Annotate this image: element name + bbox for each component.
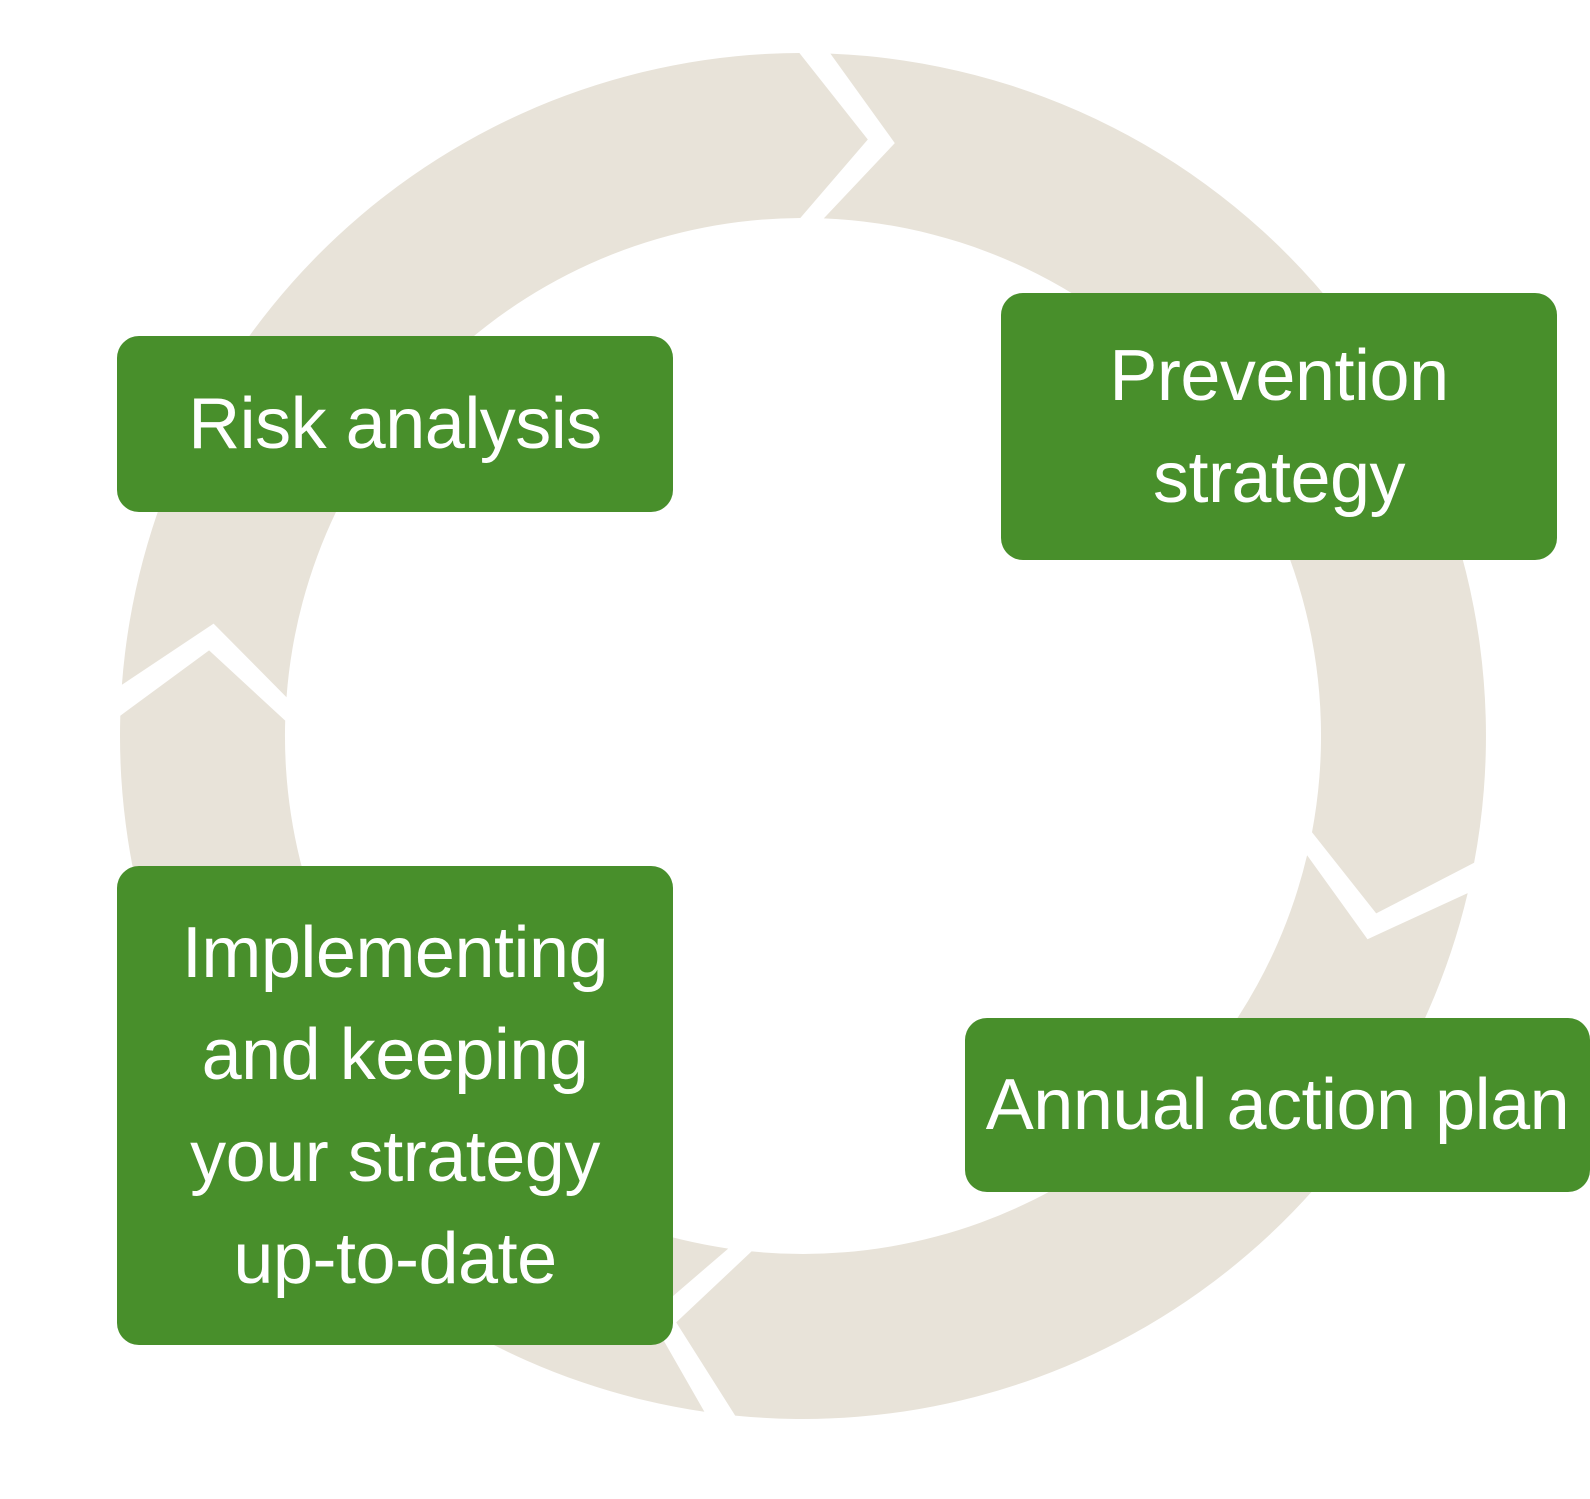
ring-arrow-segment	[121, 53, 868, 698]
ring-arrow-segment	[676, 855, 1468, 1419]
stage-annual-action-plan: Annual action plan	[965, 1018, 1590, 1192]
stage-prevention-strategy: Prevention strategy	[1001, 293, 1557, 560]
stage-risk-analysis: Risk analysis	[117, 336, 673, 512]
stage-label: Prevention strategy	[1109, 335, 1449, 518]
stage-label: Annual action plan	[985, 1065, 1570, 1145]
stage-label: Risk analysis	[188, 384, 602, 464]
stage-label: Implementing and keeping your strategy u…	[181, 912, 609, 1299]
stage-implementing-strategy: Implementing and keeping your strategy u…	[117, 866, 673, 1345]
ring-arrow-segment	[823, 53, 1486, 914]
